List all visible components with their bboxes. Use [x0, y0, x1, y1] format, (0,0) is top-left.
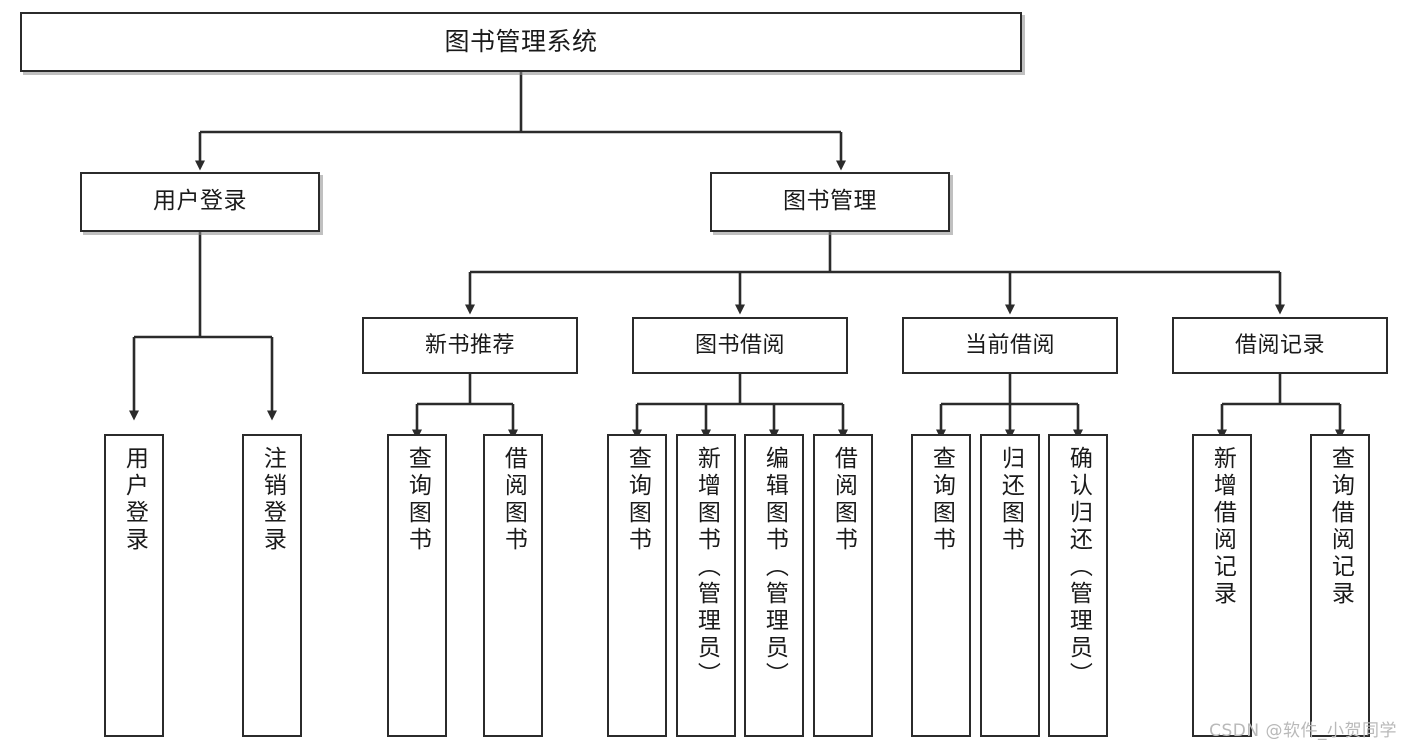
node-user-login[interactable]: 用户登录 — [80, 172, 320, 232]
node-user-login-label: 用户登录 — [153, 188, 247, 215]
node-leaf-borrow-book-1[interactable]: 借阅图书 — [483, 434, 543, 737]
node-new-book-rec-label: 新书推荐 — [424, 332, 515, 358]
node-book-manage[interactable]: 图书管理 — [710, 172, 950, 232]
node-leaf-user-login[interactable]: 用户登录 — [104, 434, 164, 737]
node-book-manage-label: 图书管理 — [783, 188, 877, 215]
watermark-text: CSDN @软件_小贺同学 — [1209, 721, 1397, 741]
node-leaf-query-record-label: 查询借阅记录 — [1327, 446, 1354, 608]
node-book-borrow-label: 图书借阅 — [694, 332, 785, 358]
node-leaf-return-book-label: 归还图书 — [997, 446, 1024, 554]
node-new-book-rec[interactable]: 新书推荐 — [362, 317, 578, 374]
node-book-borrow[interactable]: 图书借阅 — [632, 317, 848, 374]
node-leaf-add-book-label: 新增图书（管理员） — [693, 446, 720, 689]
node-leaf-query-record[interactable]: 查询借阅记录 — [1310, 434, 1370, 737]
node-root[interactable]: 图书管理系统 — [20, 12, 1022, 72]
node-borrow-record[interactable]: 借阅记录 — [1172, 317, 1388, 374]
node-root-label: 图书管理系统 — [444, 27, 598, 57]
node-leaf-edit-book[interactable]: 编辑图书（管理员） — [744, 434, 804, 737]
node-leaf-query-book-2[interactable]: 查询图书 — [607, 434, 667, 737]
node-leaf-edit-book-label: 编辑图书（管理员） — [761, 446, 788, 689]
node-leaf-query-book-1[interactable]: 查询图书 — [387, 434, 447, 737]
node-leaf-query-book-2-label: 查询图书 — [624, 446, 651, 554]
node-leaf-borrow-book-2-label: 借阅图书 — [830, 446, 857, 554]
node-leaf-user-logout-label: 注销登录 — [259, 446, 286, 554]
node-leaf-user-logout[interactable]: 注销登录 — [242, 434, 302, 737]
node-leaf-query-book-3[interactable]: 查询图书 — [911, 434, 971, 737]
node-leaf-add-book[interactable]: 新增图书（管理员） — [676, 434, 736, 737]
node-leaf-borrow-book-1-label: 借阅图书 — [500, 446, 527, 554]
node-leaf-add-record[interactable]: 新增借阅记录 — [1192, 434, 1252, 737]
node-current-borrow-label: 当前借阅 — [964, 332, 1055, 358]
node-leaf-query-book-1-label: 查询图书 — [404, 446, 431, 554]
node-leaf-confirm-return-label: 确认归还（管理员） — [1065, 446, 1092, 689]
node-leaf-return-book[interactable]: 归还图书 — [980, 434, 1040, 737]
node-leaf-add-record-label: 新增借阅记录 — [1209, 446, 1236, 608]
node-leaf-user-login-label: 用户登录 — [121, 446, 148, 554]
node-borrow-record-label: 借阅记录 — [1234, 332, 1325, 358]
node-leaf-borrow-book-2[interactable]: 借阅图书 — [813, 434, 873, 737]
node-leaf-query-book-3-label: 查询图书 — [928, 446, 955, 554]
node-current-borrow[interactable]: 当前借阅 — [902, 317, 1118, 374]
node-leaf-confirm-return[interactable]: 确认归还（管理员） — [1048, 434, 1108, 737]
